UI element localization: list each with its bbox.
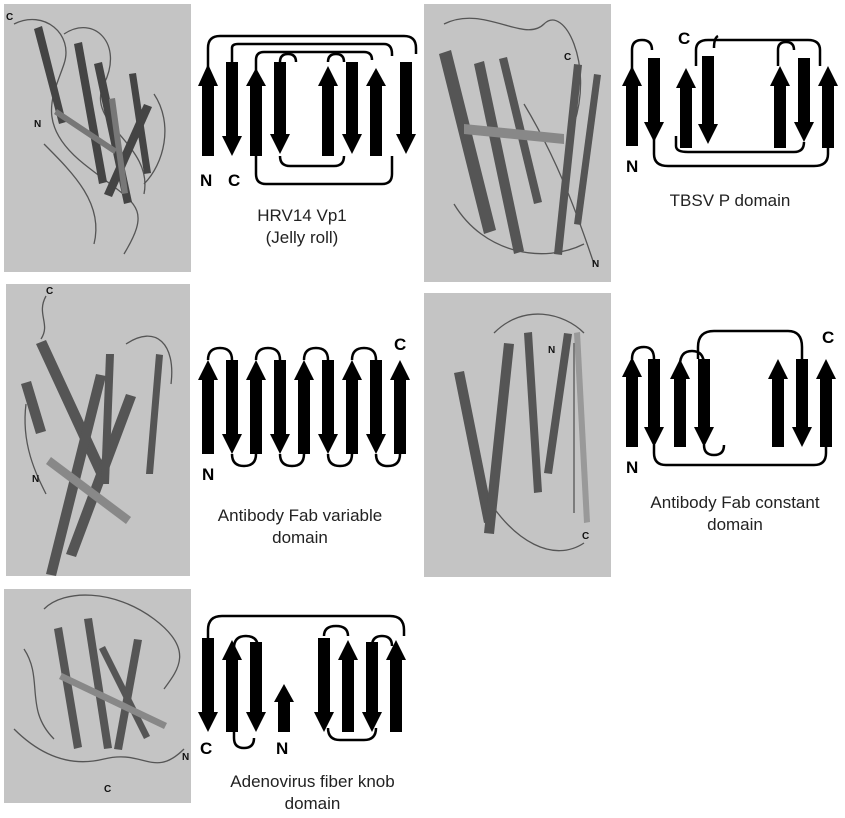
photo-label-n: N: [182, 752, 189, 763]
fab-variable-caption: Antibody Fab variable domain: [200, 505, 400, 549]
hrv14-caption: HRV14 Vp1 (Jelly roll): [222, 205, 382, 249]
tbsv-ribbon-image: C N: [424, 4, 611, 282]
caption-line-1: HRV14 Vp1: [222, 205, 382, 227]
caption-line-1: Adenovirus fiber knob: [200, 771, 425, 793]
topology-label-n: N: [200, 171, 212, 190]
adenovirus-ribbon-image: N C: [4, 589, 191, 803]
photo-label-c: C: [564, 52, 571, 63]
photo-label-n: N: [32, 474, 39, 485]
caption-line-1: Antibody Fab constant: [630, 492, 840, 514]
photo-label-n: N: [592, 259, 599, 270]
fab-variable-ribbon-image: C N: [6, 284, 190, 576]
fab-variable-topology-diagram: C N: [194, 330, 419, 490]
topology-label-n: N: [626, 157, 638, 176]
adenovirus-topology-diagram: C N: [194, 608, 419, 758]
photo-label-c: C: [6, 12, 13, 23]
photo-label-c: C: [582, 531, 589, 542]
caption-line-2: (Jelly roll): [222, 227, 382, 249]
fab-constant-topology-diagram: C N: [618, 325, 843, 475]
topology-label-n: N: [276, 739, 288, 758]
caption-line-2: domain: [630, 514, 840, 536]
hrv14-ribbon-image: C N: [4, 4, 191, 272]
tbsv-topology-diagram: C N: [618, 26, 843, 176]
photo-label-n: N: [34, 119, 41, 130]
topology-label-c: C: [678, 29, 690, 48]
fab-constant-caption: Antibody Fab constant domain: [630, 492, 840, 536]
topology-label-c: C: [822, 328, 834, 347]
hrv14-topology-diagram: N C: [194, 26, 424, 196]
tbsv-caption: TBSV P domain: [650, 190, 810, 212]
topology-label-c: C: [200, 739, 212, 758]
caption-line-1: TBSV P domain: [650, 190, 810, 212]
adenovirus-caption: Adenovirus fiber knob domain: [200, 771, 425, 815]
fab-constant-ribbon-image: N C: [424, 293, 611, 577]
caption-line-2: domain: [200, 527, 400, 549]
photo-label-n: N: [548, 345, 555, 356]
caption-line-1: Antibody Fab variable: [200, 505, 400, 527]
topology-label-c: C: [228, 171, 240, 190]
topology-label-n: N: [626, 458, 638, 475]
caption-line-2: domain: [200, 793, 425, 815]
topology-label-c: C: [394, 335, 406, 354]
photo-label-c: C: [46, 286, 53, 297]
topology-label-n: N: [202, 465, 214, 484]
photo-label-c: C: [104, 784, 111, 795]
